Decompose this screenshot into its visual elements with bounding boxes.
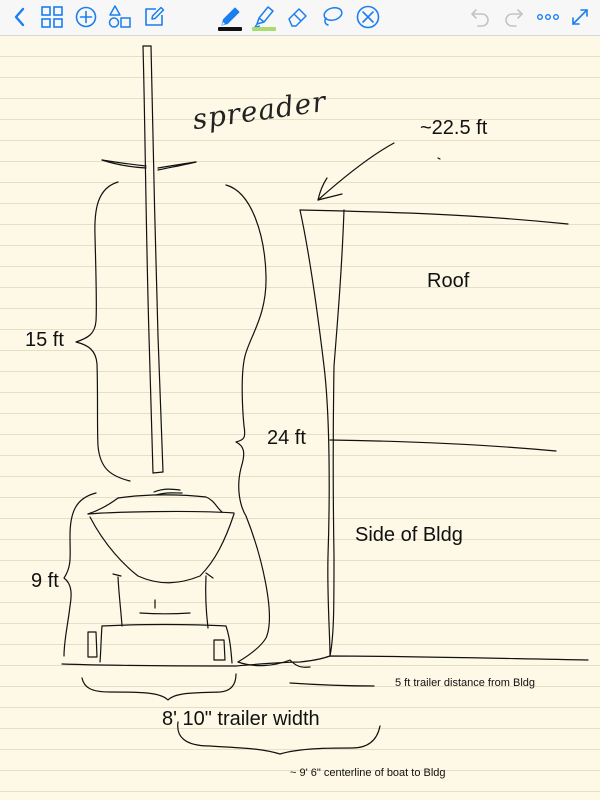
dimension-tick-sketch [289,682,375,687]
pen-tool-button[interactable] [216,2,244,32]
fullscreen-icon [572,9,588,25]
trailer-sketch [87,623,233,664]
eraser-icon [288,8,307,27]
pen-color-indicator [218,27,242,31]
edit-note-icon [145,6,165,26]
building-wall-sketch [237,209,569,668]
brace-24ft [225,184,270,663]
more-button[interactable] [534,2,562,32]
fullscreen-button[interactable] [566,2,594,32]
redo-icon [505,9,523,27]
centerline-label: ~ 9' 6" centerline of boat to Bldg [290,767,446,779]
pen-icon [221,7,240,26]
brace-centerline [177,721,381,755]
toolbar [0,0,600,36]
back-icon [14,7,25,27]
brace-9ft [63,492,97,657]
note-canvas[interactable]: spreader ~22.5 ft 15 ft Roof 24 ft Side … [0,36,600,800]
overall-height-label: 24 ft [267,427,306,449]
lasso-tool-button[interactable] [318,2,346,32]
mast-height-label: ~22.5 ft [420,117,488,139]
trailer-distance-label: 5 ft trailer distance from Bldg [395,677,536,689]
undo-icon [471,9,489,27]
shapes-icon [108,5,131,28]
highlighter-color-indicator [252,27,276,31]
roof-label: Roof [427,270,470,292]
side-of-building-label: Side of Bldg [355,524,463,546]
add-circle-icon [75,6,97,28]
redo-button[interactable] [500,2,528,32]
hull-height-label: 9 ft [31,570,59,592]
more-icon [537,14,560,20]
spreader-sketch [101,159,197,171]
highlighter-tool-button[interactable] [250,2,278,32]
trailer-width-label: 8' 10" trailer width [162,708,320,730]
thumbnails-button[interactable] [38,2,66,32]
shapes-button[interactable] [106,2,134,32]
mast-sketch [142,45,164,474]
thumbnails-grid-icon [41,6,63,28]
add-button[interactable] [72,2,100,32]
back-button[interactable] [6,2,34,32]
lasso-icon [323,7,343,26]
boat-hull-sketch [87,488,235,629]
upper-mast-label: 15 ft [25,329,64,351]
arrow-sketch [317,142,441,201]
edit-note-button[interactable] [140,2,168,32]
clear-tool-button[interactable] [354,2,382,32]
undo-button[interactable] [466,2,494,32]
ink-drawing-layer [61,45,589,755]
eraser-tool-button[interactable] [284,2,312,32]
brace-15ft [75,181,131,482]
clear-x-icon [356,5,380,29]
ground-line-sketch [61,655,589,667]
brace-trailer-width [81,673,237,701]
